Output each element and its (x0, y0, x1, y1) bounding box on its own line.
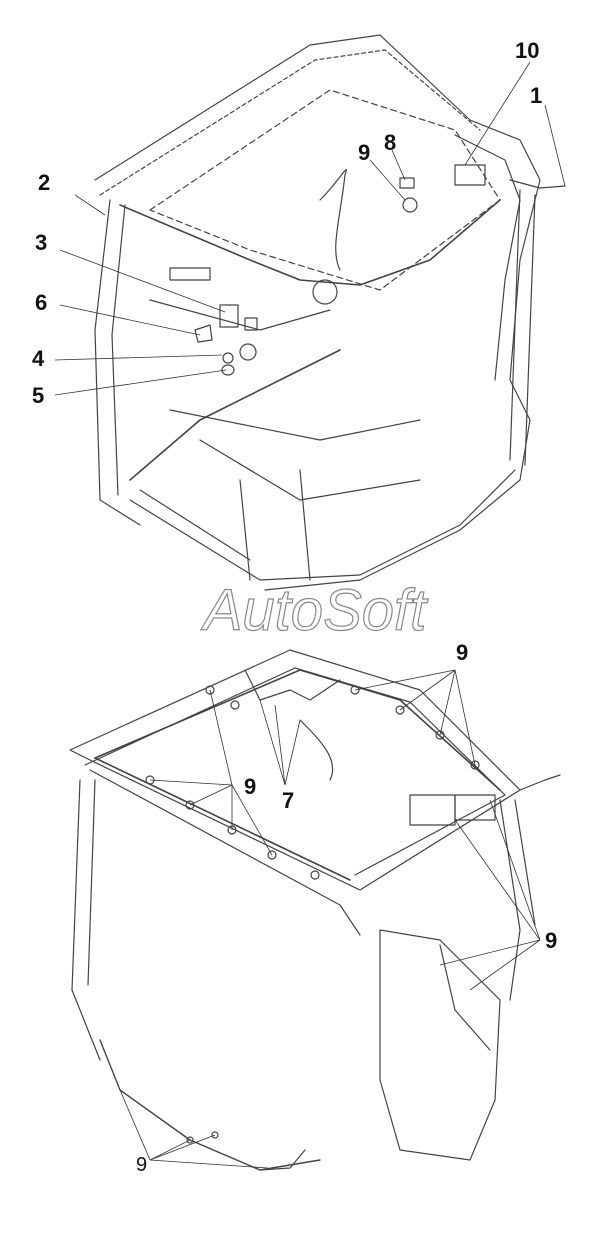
callout-7: 7 (282, 788, 295, 813)
callout-2: 2 (38, 170, 51, 195)
upper-cab-frame (94, 34, 566, 591)
callout-9-upper: 9 (358, 140, 371, 165)
callout-9-lower-middle: 9 (244, 774, 257, 799)
callout-8: 8 (384, 130, 397, 155)
callout-9-lower-right: 9 (545, 928, 558, 953)
leader-lines (54, 61, 566, 1169)
callout-5: 5 (32, 383, 45, 408)
watermark: AutoSoft (200, 578, 430, 644)
callout-9-bottom: 9 (136, 1154, 148, 1176)
callout-1: 1 (530, 83, 543, 108)
callout-3: 3 (35, 230, 48, 255)
callout-9-lower-top: 9 (456, 640, 469, 665)
callout-6: 6 (35, 290, 48, 315)
lower-cab-frame (69, 649, 561, 1171)
watermark-text: AutoSoft (201, 578, 429, 643)
callout-4: 4 (32, 346, 45, 371)
callout-10: 10 (515, 38, 540, 63)
